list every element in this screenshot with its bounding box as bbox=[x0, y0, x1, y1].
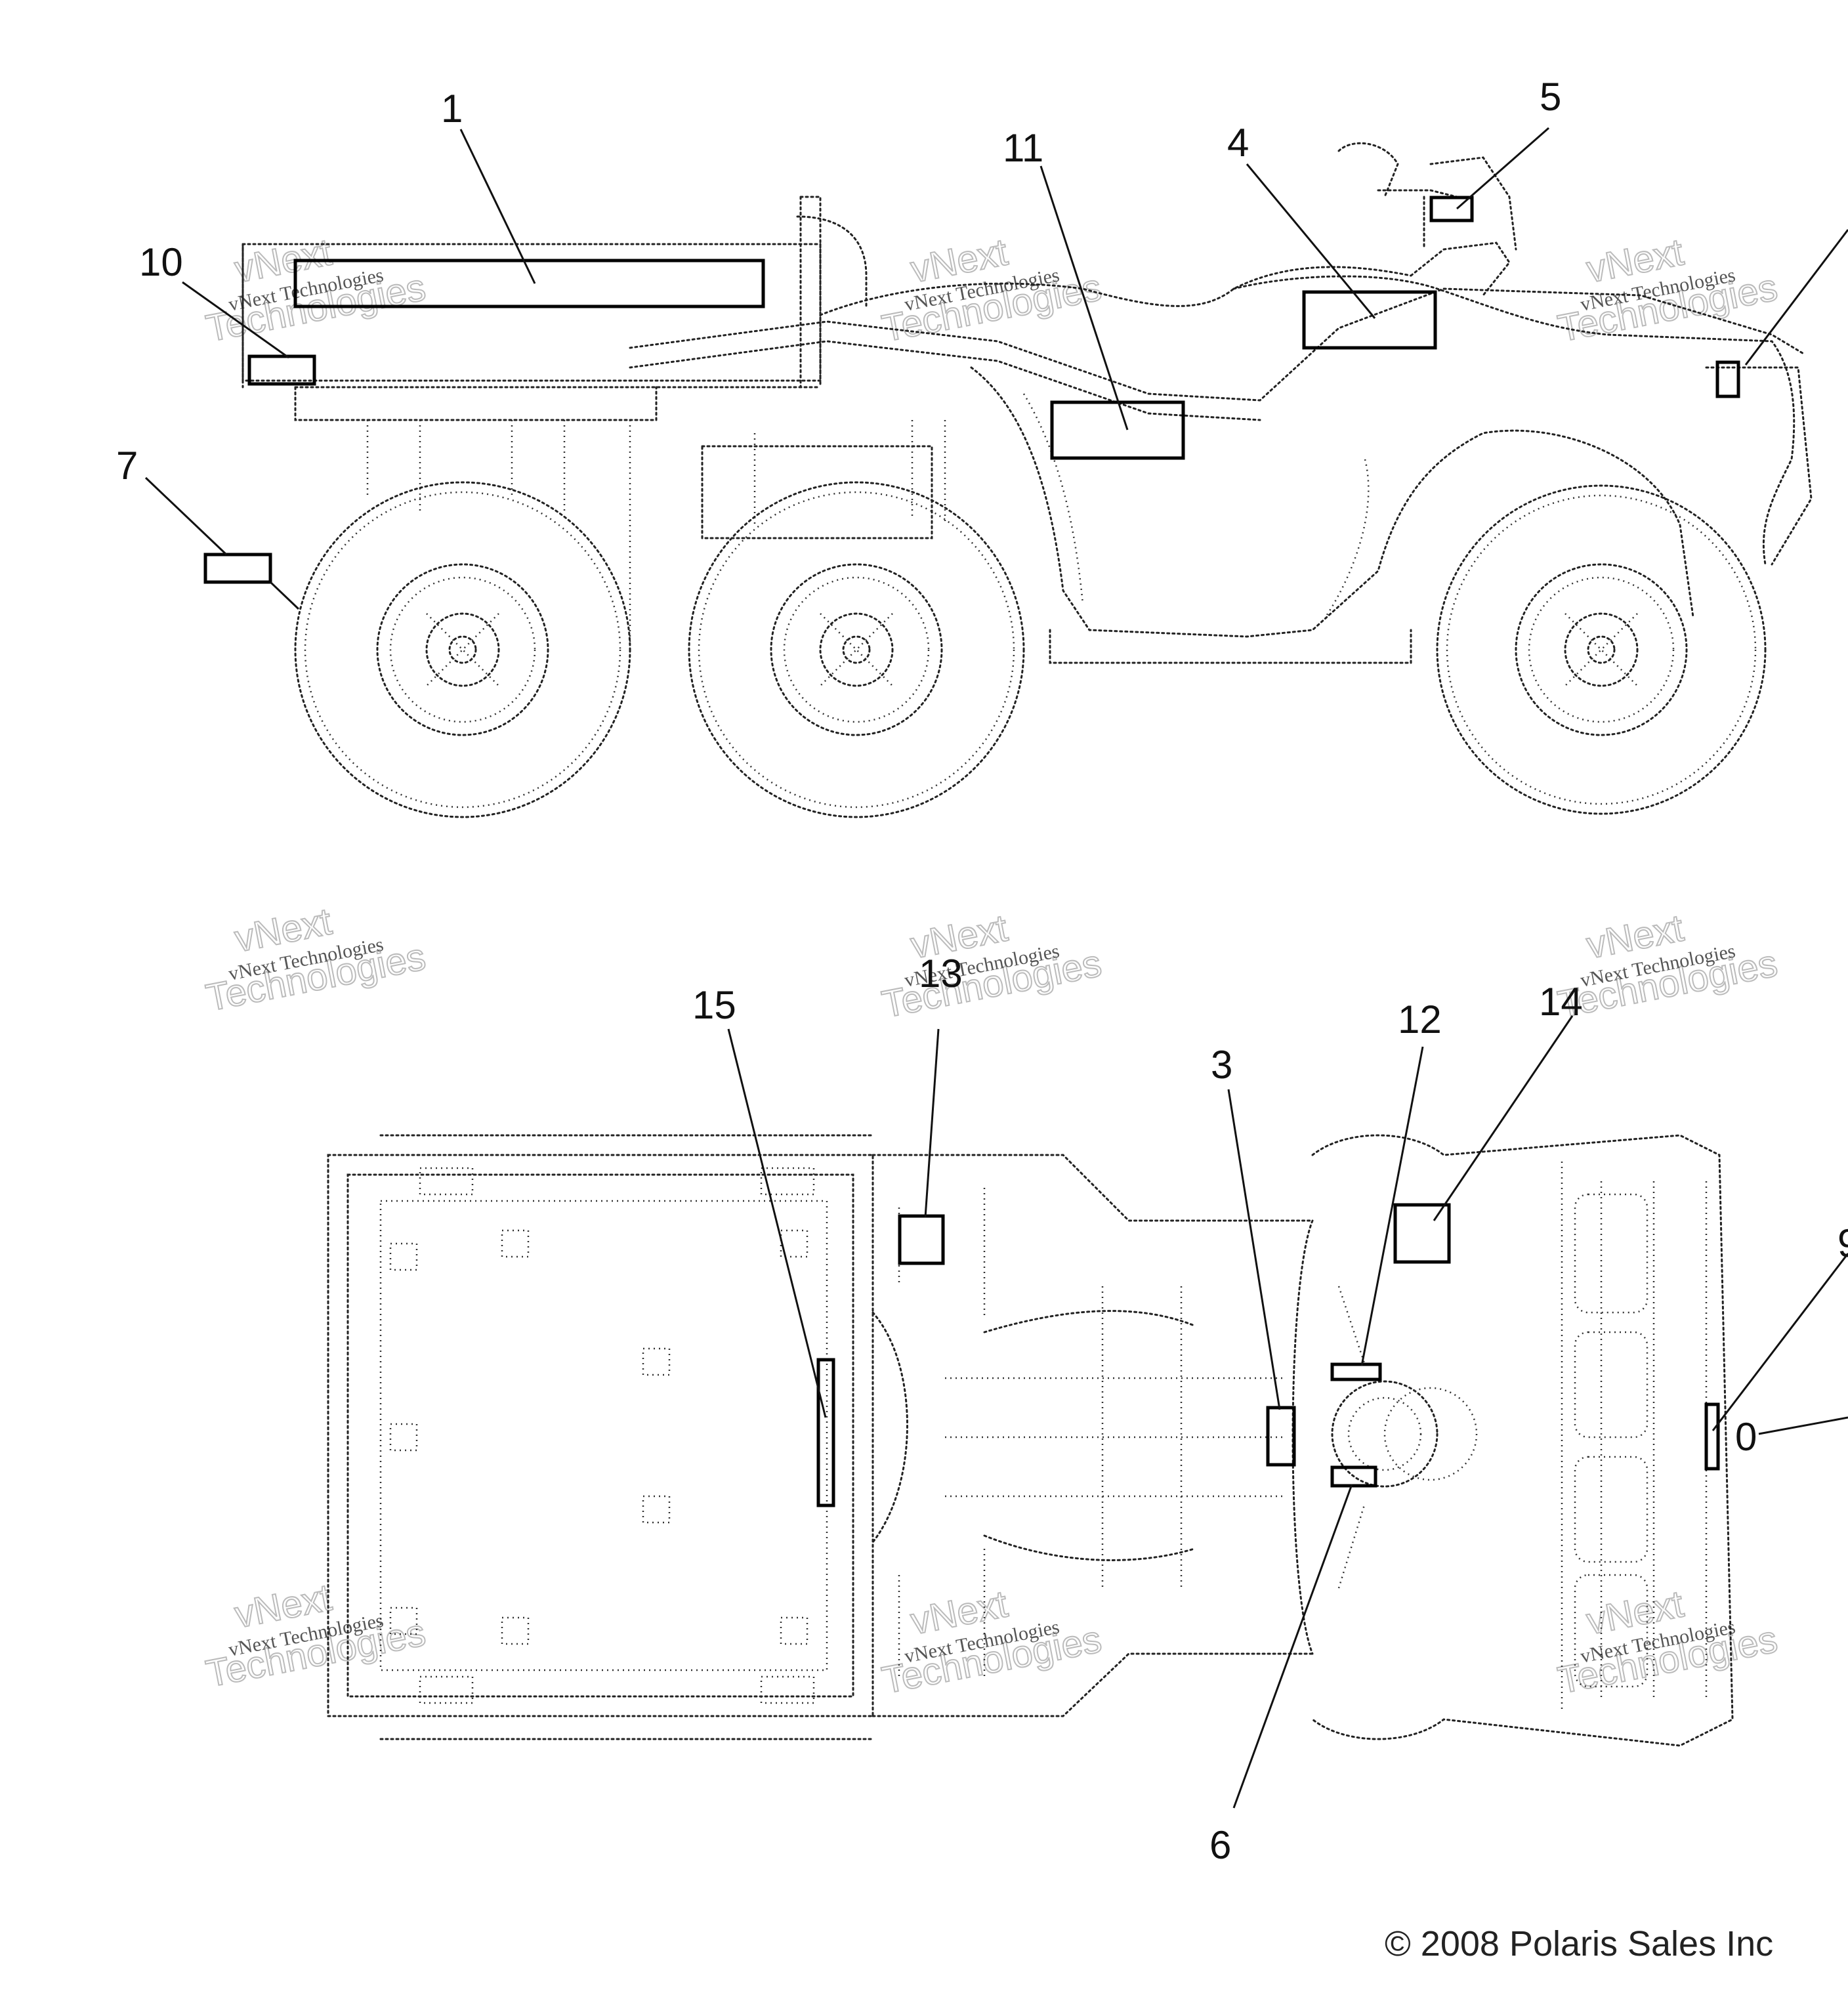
decal-15 bbox=[816, 1358, 835, 1507]
top-view-vehicle bbox=[327, 1134, 1734, 1747]
watermark-1: vNext Technologies vNext Technologies bbox=[202, 230, 430, 350]
decal-10 bbox=[247, 354, 316, 386]
decal-12 bbox=[1330, 1362, 1382, 1381]
top-view-callouts: 15 13 3 12 14 6 9 0 bbox=[692, 952, 1848, 1867]
front-body-side bbox=[1232, 275, 1796, 566]
callout-5: 5 bbox=[1540, 75, 1561, 119]
watermark-7: vNext Technologies vNext Technologies bbox=[202, 1575, 430, 1696]
side-view-leaders bbox=[144, 127, 1848, 610]
top-view-decals bbox=[816, 1203, 1720, 1507]
watermark-5: vNext Technologies vNext Technologies bbox=[878, 906, 1106, 1026]
cargo-bed-top bbox=[327, 1154, 874, 1717]
watermark-2: vNext Technologies vNext Technologies bbox=[878, 230, 1106, 350]
callout-12: 12 bbox=[1398, 998, 1442, 1041]
decal-6 bbox=[1330, 1465, 1377, 1488]
decal-14 bbox=[1393, 1203, 1451, 1264]
watermark-6: vNext Technologies vNext Technologies bbox=[1554, 906, 1782, 1026]
watermark-4: vNext Technologies vNext Technologies bbox=[202, 899, 430, 1020]
front-wheel bbox=[1436, 484, 1767, 815]
watermark-group: vNext Technologies vNext Technologies vN… bbox=[202, 230, 1782, 1702]
callout-13: 13 bbox=[919, 952, 963, 996]
watermark-3: vNext Technologies vNext Technologies bbox=[1554, 230, 1782, 350]
decal-4 bbox=[1302, 290, 1437, 350]
decal-13 bbox=[898, 1214, 945, 1265]
handlebar bbox=[1337, 142, 1517, 251]
decal-1 bbox=[293, 259, 765, 308]
callout-4: 4 bbox=[1227, 121, 1249, 165]
top-view-leaders bbox=[727, 1015, 1848, 1809]
side-view-vehicle bbox=[242, 142, 1813, 818]
cargo-bed-side bbox=[242, 243, 822, 382]
decal-3 bbox=[1266, 1406, 1296, 1467]
callout-11: 11 bbox=[1003, 126, 1043, 170]
callout-9: 9 bbox=[1838, 1221, 1848, 1265]
decal-11 bbox=[1050, 400, 1185, 460]
callout-6: 6 bbox=[1209, 1823, 1231, 1867]
callout-15: 15 bbox=[692, 983, 736, 1027]
callout-7: 7 bbox=[116, 444, 138, 488]
callout-0: 0 bbox=[1735, 1415, 1757, 1459]
watermark-8: vNext Technologies vNext Technologies bbox=[878, 1582, 1106, 1702]
callout-14: 14 bbox=[1539, 980, 1583, 1024]
decal-7 bbox=[203, 553, 272, 584]
side-view-callouts: 1 10 7 11 4 5 bbox=[116, 75, 1561, 488]
rear-wheel-2 bbox=[688, 481, 1025, 818]
callout-10: 10 bbox=[139, 240, 183, 284]
rear-wheel-1 bbox=[294, 481, 631, 818]
copyright-text: © 2008 Polaris Sales Inc bbox=[1385, 1924, 1773, 1964]
decal-5 bbox=[1429, 196, 1474, 222]
callout-1: 1 bbox=[441, 87, 463, 131]
decal-9-top bbox=[1704, 1402, 1720, 1471]
front-body-top bbox=[1311, 1134, 1734, 1747]
callout-3: 3 bbox=[1211, 1043, 1232, 1087]
watermark-9: vNext Technologies vNext Technologies bbox=[1554, 1582, 1782, 1702]
decal-9-side bbox=[1715, 360, 1740, 398]
